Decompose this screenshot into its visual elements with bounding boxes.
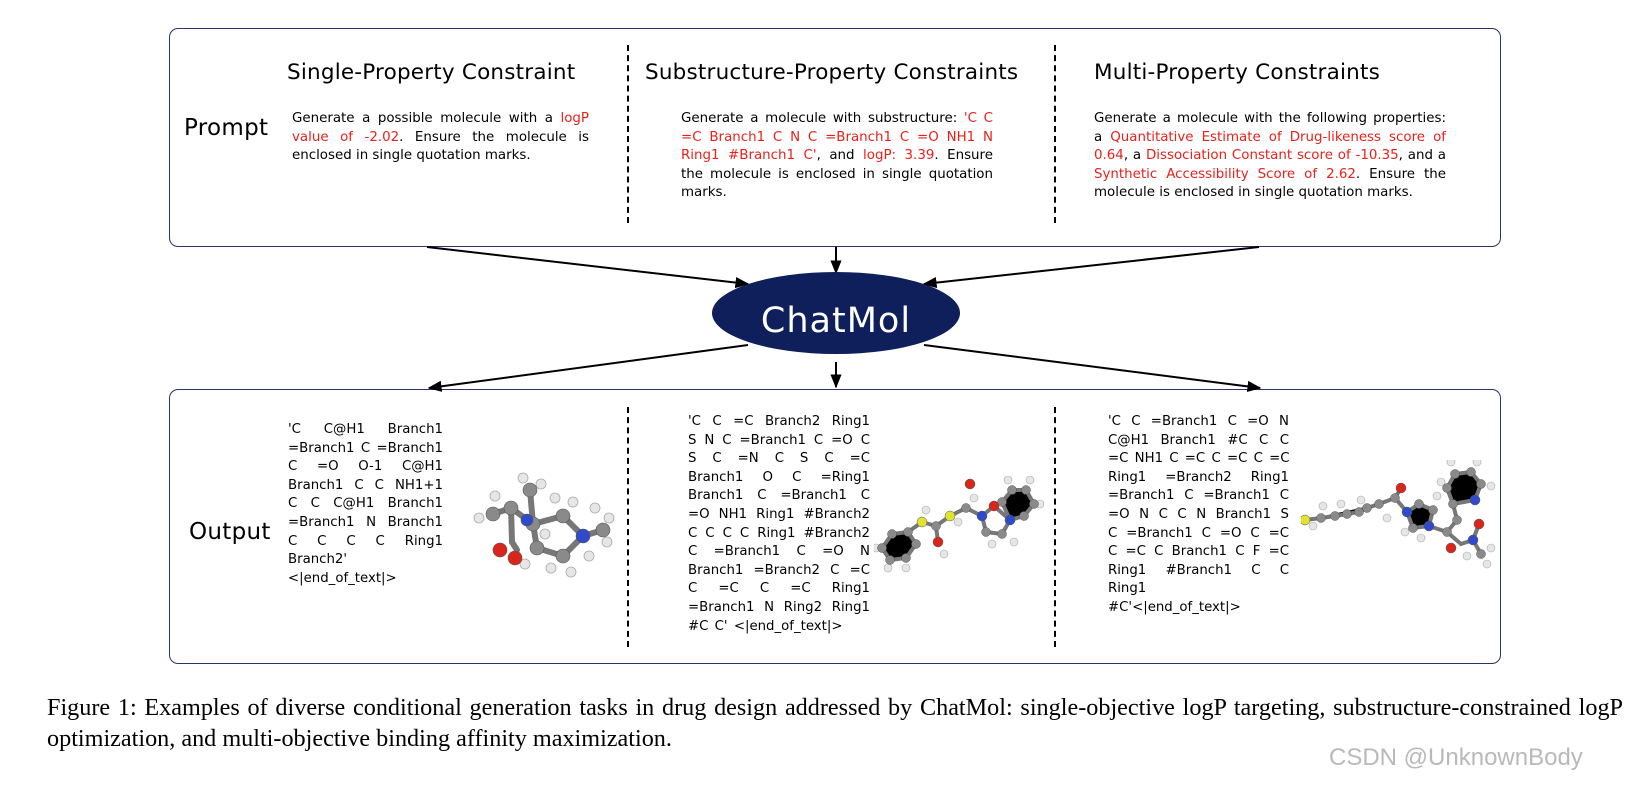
col2-output-text: 'C C =C Branch2 Ring1 S N C =Branch1 C =O… (688, 413, 870, 636)
output-line: Branch2' (288, 552, 348, 568)
arrow-col1-to-chatmol (426, 246, 750, 289)
output-line: C =C C Branch1 C F =C (1108, 544, 1289, 560)
col2-title: Substructure-Property Constraints (645, 60, 1019, 85)
output-line: C =O O-1 C@H1 (288, 459, 443, 475)
prompt-segment: Generate a possible molecule with a (292, 111, 561, 126)
arrow-chatmol-to-col1 (427, 344, 749, 392)
output-line: <|end_of_text|> (288, 570, 397, 586)
output-line: =Branch1 N Ring2 Ring1 (688, 599, 870, 615)
col1-output-text: 'C C@H1 Branch1 =Branch1 C =Branch1 C =O O… (288, 421, 443, 588)
prompt-segment: . Ensure the molecule is enclosed in sin… (292, 129, 589, 164)
arrow-col3-to-chatmol (922, 246, 1260, 289)
output-line: 'C C =C Branch2 Ring1 (688, 414, 870, 429)
output-panel (169, 389, 1501, 664)
prompt-highlight: Synthetic Accessibility Score of 2.62 (1094, 166, 1356, 182)
prompt-highlight: logP value of -2.02 (292, 111, 589, 145)
prompt-highlight: Dissociation Constant score of -10.35 (1145, 148, 1399, 164)
output-line: #C'<|end_of_text|> (1108, 599, 1241, 615)
chatmol-node (712, 272, 960, 354)
prompt-panel (169, 28, 1501, 247)
output-line: Ring1 (1108, 581, 1147, 597)
col3-title: Multi-Property Constraints (1094, 60, 1380, 85)
output-line: C =Branch1 C =O N (688, 544, 870, 560)
prompt-segment: Generate a molecule with substructure: (681, 111, 964, 126)
prompt-divider-1 (627, 45, 629, 223)
output-line: =Branch1 N Branch1 (288, 514, 443, 530)
molecule-1-image (473, 472, 615, 578)
output-line: Ring1 #Branch1 C C (1108, 562, 1289, 578)
col3-output-text: 'C C =Branch1 C =O N C@H1 Branch1 #C C C =… (1108, 413, 1290, 618)
output-line: C C C C Ring1 (288, 533, 443, 549)
output-line: S C =N C S C =C (688, 451, 870, 467)
output-line: =O N C C N Branch1 S (1108, 506, 1289, 522)
output-line: C C C C Ring1 #Branch2 (688, 525, 870, 541)
output-line: Branch1 =Branch2 C =C (688, 562, 870, 578)
output-line: Ring1 =Branch2 Ring1 (1108, 469, 1289, 485)
output-line: C =Branch1 C =O C =C (1108, 525, 1289, 541)
col1-title: Single-Property Constraint (287, 60, 576, 85)
prompt-highlight: logP: 3.39 (863, 148, 935, 164)
prompt-segment: . Ensure the molecule is enclosed in sin… (681, 148, 993, 201)
prompt-segment: Generate a molecule with the following p… (1094, 111, 1446, 145)
col1-prompt-text: Generate a possible molecule with a logP… (292, 110, 589, 166)
output-line: C C C@H1 Branch1 (288, 496, 443, 512)
molecule-3-image (1301, 460, 1496, 569)
output-line: =O NH1 Ring1 #Branch2 (688, 506, 870, 522)
prompt-label: Prompt (184, 115, 269, 141)
col3-prompt-text: Generate a molecule with the following p… (1094, 110, 1446, 203)
output-line: 'C C@H1 Branch1 (288, 422, 443, 437)
output-line: 'C C =Branch1 C =O N (1108, 414, 1289, 429)
output-line: Branch1 C =Branch1 C (688, 488, 870, 504)
prompt-segment: , and (816, 148, 864, 164)
output-label: Output (189, 519, 271, 545)
prompt-segment: . Ensure the molecule is enclosed in sin… (1094, 166, 1447, 201)
output-line: Branch1 C C NH1+1 (288, 477, 443, 493)
prompt-highlight: Quantitative Estimate of Drug-likeness s… (1094, 129, 1446, 164)
output-divider-2 (1054, 407, 1056, 647)
prompt-divider-2 (1054, 45, 1056, 223)
arrow-chatmol-to-col3 (923, 344, 1262, 392)
output-divider-1 (627, 407, 629, 647)
watermark: CSDN @UnknownBody (1329, 744, 1583, 771)
molecule-2-image (874, 476, 1044, 573)
figure-caption: Figure 1: Examples of diverse conditiona… (47, 694, 1623, 752)
col2-prompt-text: Generate a molecule with substructure: '… (681, 110, 993, 203)
output-line: =Branch1 C =Branch1 (288, 440, 443, 456)
output-line: C =C C =C Ring1 (688, 581, 870, 597)
output-line: C@H1 Branch1 #C C C (1108, 432, 1289, 448)
output-line: =C NH1 C =C C =C C =C (1108, 451, 1290, 467)
prompt-segment: , and a (1398, 148, 1446, 164)
output-line: S N C =Branch1 C =O C (688, 432, 870, 448)
prompt-segment: , a (1123, 148, 1146, 164)
output-line: Branch1 O C =Ring1 (688, 469, 870, 485)
output-line: =Branch1 C =Branch1 C (1108, 488, 1289, 504)
output-line: #C C' <|end_of_text|> (688, 618, 843, 634)
prompt-highlight: 'C C =C Branch1 C N C =Branch1 C =O NH1 … (681, 111, 994, 164)
